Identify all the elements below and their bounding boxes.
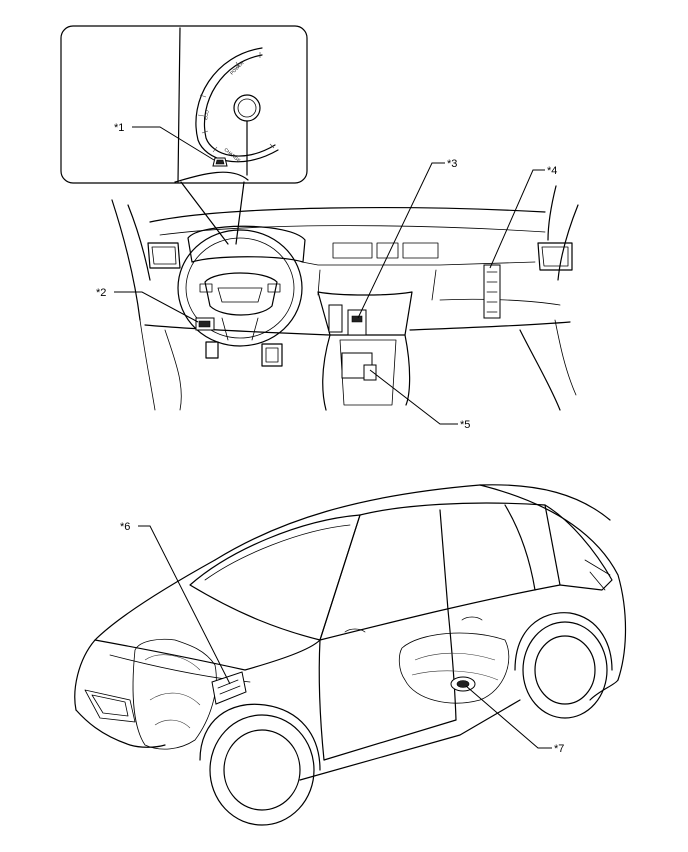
callout-2: *2: [96, 287, 106, 299]
dashboard-view: [111, 185, 579, 411]
callout-4: *4: [547, 165, 557, 177]
car-view: [74, 484, 627, 826]
gauge-mark-eco: ECO: [203, 109, 210, 120]
gauge-inset: ECO POWER CHARGE: [60, 25, 308, 245]
leader-lines: [114, 126, 552, 749]
callout-7: *7: [554, 743, 564, 755]
callout-1: *1: [114, 122, 124, 134]
callout-5: *5: [460, 419, 470, 431]
callout-6: *6: [120, 521, 130, 533]
callout-3: *3: [447, 158, 457, 170]
callout-labels: *1 *2 *3 *4 *5 *6 *7: [96, 122, 564, 755]
